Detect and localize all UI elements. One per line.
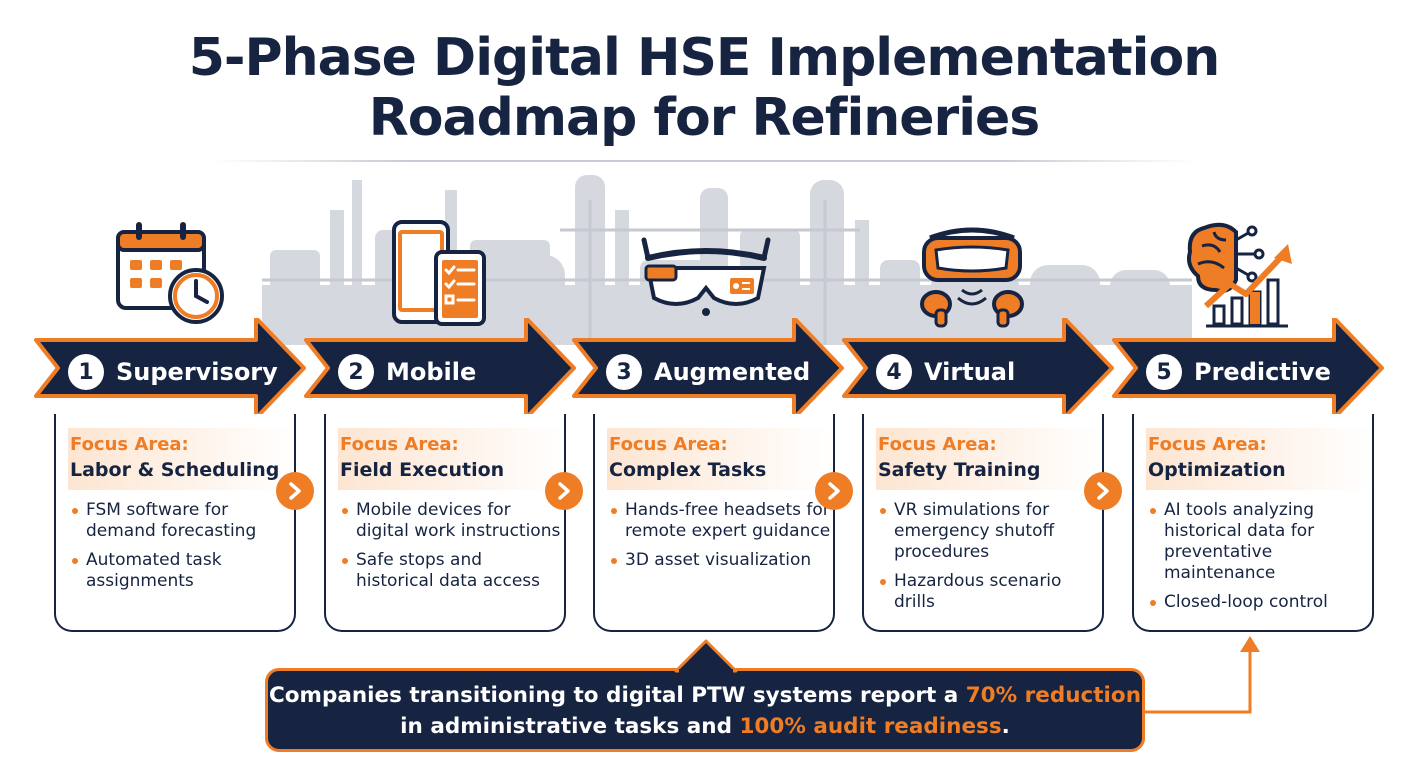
bullet-item: Hands-free headsets for remote expert gu… (611, 500, 831, 542)
phase-3-card: Focus Area: Complex Tasks Hands-free hea… (593, 414, 835, 632)
bullet-item: Safe stops and historical data access (342, 550, 562, 592)
next-phase-button[interactable] (815, 472, 853, 510)
bullet-item: 3D asset visualization (611, 550, 831, 571)
focus-area-header (607, 428, 833, 490)
next-phase-button[interactable] (545, 472, 583, 510)
phase-1-label: 1 Supervisory (68, 350, 278, 394)
phase-4-name: Virtual (924, 358, 1016, 386)
focus-area-label: Focus Area: (1148, 434, 1267, 455)
bullet-item: Closed-loop control (1150, 592, 1370, 613)
focus-area-header (1146, 428, 1372, 490)
chevron-right-icon (828, 482, 840, 500)
bullet-list: FSM software for demand forecasting Auto… (72, 500, 292, 600)
focus-area-value: Safety Training (878, 459, 1041, 481)
phase-5-label: 5 Predictive (1146, 350, 1331, 394)
smart-glasses-icon (640, 218, 772, 330)
page-title: 5-Phase Digital HSE Implementation Roadm… (0, 28, 1408, 148)
focus-area-value: Complex Tasks (609, 459, 767, 481)
statistic-callout: Companies transitioning to digital PTW s… (265, 668, 1145, 752)
focus-area-label: Focus Area: (878, 434, 997, 455)
bullet-item: FSM software for demand forecasting (72, 500, 292, 542)
phase-1-number: 1 (68, 354, 104, 390)
title-divider (212, 160, 1196, 162)
chevron-right-icon (289, 482, 301, 500)
bullet-list: VR simulations for emergency shutoff pro… (880, 500, 1100, 621)
bullet-item: Mobile devices for digital work instruct… (342, 500, 562, 542)
focus-area-label: Focus Area: (340, 434, 459, 455)
bullet-item: Automated task assignments (72, 550, 292, 592)
chevron-right-icon (558, 482, 570, 500)
focus-area-label: Focus Area: (609, 434, 728, 455)
vr-headset-controllers-icon (910, 218, 1034, 330)
next-phase-button[interactable] (276, 472, 314, 510)
phase-3-name: Augmented (654, 358, 811, 386)
focus-area-header (68, 428, 294, 490)
brain-growth-chart-icon (1184, 218, 1308, 330)
phase-1-card: Focus Area: Labor & Scheduling FSM softw… (54, 414, 296, 632)
phase-2-number: 2 (338, 354, 374, 390)
focus-area-header (338, 428, 564, 490)
phase-5-card: Focus Area: Optimization AI tools analyz… (1132, 414, 1374, 632)
bullet-list: Mobile devices for digital work instruct… (342, 500, 562, 600)
focus-area-value: Field Execution (340, 459, 505, 481)
phase-5-number: 5 (1146, 354, 1182, 390)
phase-4-card: Focus Area: Safety Training VR simulatio… (862, 414, 1104, 632)
focus-area-header (876, 428, 1102, 490)
phase-3-number: 3 (606, 354, 642, 390)
callout-text-2: in administrative tasks and (400, 714, 740, 739)
phase-4-label: 4 Virtual (876, 350, 1015, 394)
bullet-item: VR simulations for emergency shutoff pro… (880, 500, 1100, 563)
callout-highlight-audit: 100% audit readiness (739, 714, 1002, 739)
phase-4-number: 4 (876, 354, 912, 390)
title-line-2: Roadmap for Refineries (368, 88, 1041, 148)
callout-text-3: . (1001, 714, 1010, 739)
bullet-list: AI tools analyzing historical data for p… (1150, 500, 1370, 621)
bullet-item: AI tools analyzing historical data for p… (1150, 500, 1370, 584)
callout-highlight-reduction: 70% reduction (965, 683, 1141, 708)
focus-area-value: Labor & Scheduling (70, 459, 280, 481)
bullet-item: Hazardous scenario drills (880, 571, 1100, 613)
bullet-list: Hands-free headsets for remote expert gu… (611, 500, 831, 579)
callout-text-1: Companies transitioning to digital PTW s… (269, 683, 966, 708)
focus-area-label: Focus Area: (70, 434, 189, 455)
focus-area-value: Optimization (1148, 459, 1286, 481)
phase-5-name: Predictive (1194, 358, 1331, 386)
chevron-right-icon (1097, 482, 1109, 500)
phase-2-name: Mobile (386, 358, 477, 386)
phase-1-name: Supervisory (116, 358, 278, 386)
phase-2-label: 2 Mobile (338, 350, 476, 394)
phase-3-label: 3 Augmented (606, 350, 810, 394)
calendar-clock-icon (112, 218, 236, 330)
next-phase-button[interactable] (1084, 472, 1122, 510)
title-line-1: 5-Phase Digital HSE Implementation (188, 28, 1221, 88)
mobile-tablet-checklist-icon (388, 218, 512, 330)
phase-2-card: Focus Area: Field Execution Mobile devic… (324, 414, 566, 632)
